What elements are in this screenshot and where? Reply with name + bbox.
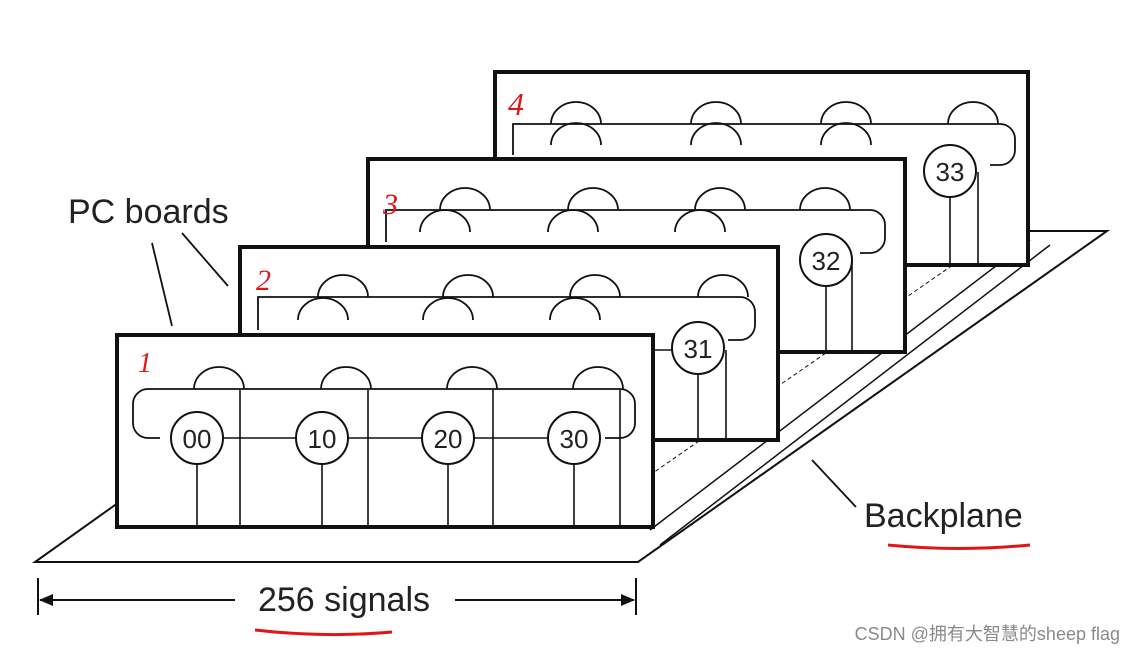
node-31-label: 31 xyxy=(684,334,713,364)
node-00-label: 00 xyxy=(183,424,212,454)
pc-boards-label: PC boards xyxy=(68,193,229,231)
node-32 xyxy=(799,233,853,287)
node-20-label: 20 xyxy=(434,424,463,454)
backplane-label: Backplane xyxy=(864,497,1023,535)
backplane-leader xyxy=(811,459,857,508)
board-3-number: 3 xyxy=(382,188,398,221)
node-10 xyxy=(295,411,349,465)
pc-boards-leader-1 xyxy=(151,242,173,327)
csdn-watermark: CSDN @拥有大智慧的sheep flag xyxy=(855,624,1120,644)
signals-label: 256 signals xyxy=(258,581,430,619)
node-32-label: 32 xyxy=(812,246,841,276)
backplane-underline xyxy=(887,543,1031,550)
node-00 xyxy=(170,411,224,465)
board-2-number: 2 xyxy=(256,264,271,297)
pc-boards-leader-2 xyxy=(181,232,229,287)
pc-board-1: 00 10 20 30 1 xyxy=(115,333,655,529)
node-33 xyxy=(923,144,977,198)
board-1-number: 1 xyxy=(138,348,152,379)
node-30 xyxy=(547,411,601,465)
node-10-label: 10 xyxy=(308,424,337,454)
signals-underline xyxy=(254,628,393,637)
board-4-number: 4 xyxy=(508,86,524,122)
node-30-label: 30 xyxy=(560,424,589,454)
node-33-label: 33 xyxy=(936,157,965,187)
node-31 xyxy=(671,321,725,375)
node-20 xyxy=(421,411,475,465)
